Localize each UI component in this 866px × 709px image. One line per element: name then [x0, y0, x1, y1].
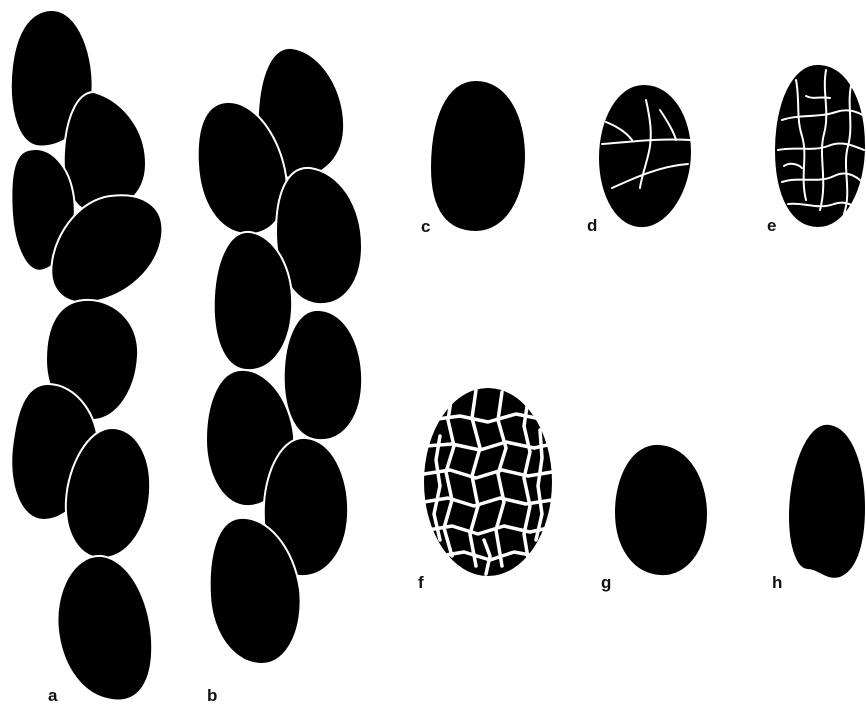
panel-c-cell	[430, 80, 526, 232]
panel-label-b: b	[207, 686, 217, 705]
panel-label-h: h	[772, 573, 782, 592]
panel-d-cracked-cell	[598, 84, 692, 228]
panel-b-cell-5	[284, 310, 362, 440]
panel-label-a: a	[48, 686, 58, 705]
panel-b-cell-chain	[198, 48, 362, 664]
panel-a-cell-chain	[11, 10, 163, 700]
panel-label-g: g	[601, 573, 611, 592]
panel-label-d: d	[587, 216, 597, 235]
panel-a-cell-2	[64, 92, 146, 212]
panel-d-cell	[598, 84, 692, 228]
panel-f-fragmented-cell	[424, 388, 552, 576]
panel-label-e: e	[767, 216, 776, 235]
panel-a-cell-8	[57, 556, 152, 701]
panel-h-cell	[788, 424, 866, 579]
panel-label-f: f	[418, 573, 424, 592]
panel-e-reticulated-cell	[774, 64, 866, 228]
panel-g-cell	[614, 444, 708, 576]
panel-label-c: c	[421, 217, 430, 236]
